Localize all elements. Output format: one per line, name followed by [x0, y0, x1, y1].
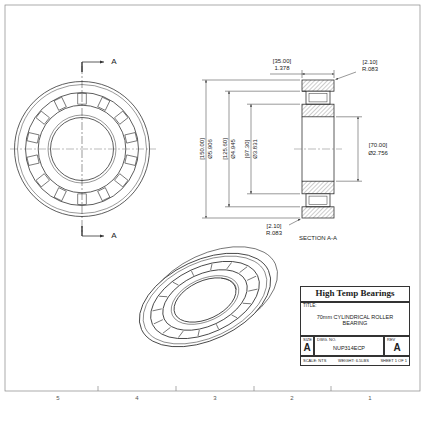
cell-text: TITLE: — [303, 304, 407, 309]
roller — [196, 330, 202, 336]
dimension-text: [35.00] — [272, 58, 292, 64]
dimension-text: Ø4.945 — [230, 138, 236, 160]
zone-number: 5 — [55, 395, 60, 401]
section-marker: A — [110, 232, 117, 240]
roller — [173, 281, 179, 287]
size-cell: SIZEA — [300, 336, 314, 356]
roller — [114, 174, 128, 187]
cell-text: 70mm CYLINDRICAL ROLLER BEARING — [303, 314, 407, 326]
roller — [248, 287, 257, 293]
roller — [27, 133, 39, 144]
roller — [216, 324, 218, 329]
roller — [152, 307, 161, 313]
roller — [177, 331, 185, 337]
roller — [154, 320, 163, 324]
roller — [36, 111, 50, 124]
roller — [54, 97, 66, 110]
roller — [162, 327, 171, 333]
dimension-text: [97.30] — [244, 139, 250, 159]
cell-text: NUP314ECP — [317, 345, 381, 351]
roller — [232, 313, 238, 319]
revision-cell: REVA — [384, 336, 410, 356]
view-label: SECTION A-A — [298, 235, 338, 241]
company-cell: High Temp Bearings — [300, 286, 410, 302]
cell-text: REV — [387, 338, 407, 342]
cell-text: WEIGHT: 6.5LBS — [338, 359, 369, 363]
cell-text: A — [387, 342, 407, 353]
roller — [191, 271, 193, 276]
front-view — [10, 82, 156, 217]
scale-row: SCALE: NTS WEIGHT: 6.5LBS SHEET 1 OF 1 — [300, 356, 410, 366]
cell-text: SCALE: NTS — [303, 359, 326, 363]
roller — [125, 133, 137, 144]
roller — [98, 97, 110, 110]
dimension-text: [150.00] — [199, 137, 205, 161]
cell-text: SIZE — [303, 338, 311, 342]
roller — [209, 264, 215, 270]
dimension-text: [70.00] — [368, 142, 388, 148]
cell-text: DWG. NO. — [317, 338, 381, 342]
isometric-view — [123, 228, 293, 366]
drawing-number-cell: DWG. NO. NUP314ECP — [314, 336, 384, 356]
drawing-frame — [5, 5, 420, 391]
roller — [225, 262, 233, 268]
roller — [239, 267, 248, 273]
zone-number: 1 — [367, 395, 372, 401]
zone-number: 2 — [289, 395, 294, 401]
dimension-text: Ø5.906 — [207, 138, 213, 160]
roller — [36, 174, 50, 187]
dimension-text: [125.60] — [222, 137, 228, 161]
dimension-text: [2.10] — [265, 223, 282, 229]
dimension-lines — [202, 70, 362, 225]
cell-text: A — [303, 342, 311, 353]
dimension-text: 1.378 — [273, 65, 290, 71]
cell-text: SHEET 1 OF 1 — [380, 359, 407, 363]
dimension-text: Ø2.756 — [367, 150, 389, 156]
section-marker: A — [110, 58, 117, 66]
dimension-text: R.083 — [265, 230, 283, 236]
zone-number: 4 — [134, 395, 139, 401]
title-cell: TITLE: 70mm CYLINDRICAL ROLLER BEARING — [300, 302, 410, 336]
roller — [125, 155, 137, 166]
zone-number: 3 — [212, 395, 217, 401]
roller — [98, 188, 110, 201]
roller — [247, 276, 256, 280]
section-line — [82, 62, 104, 236]
roller — [114, 111, 128, 124]
dimension-text: [2.10] — [361, 59, 378, 65]
dimension-text: Ø3.831 — [252, 138, 258, 160]
roller — [27, 155, 39, 166]
roller — [159, 293, 167, 299]
roller — [243, 300, 251, 306]
dimension-text: R.083 — [361, 66, 379, 72]
cell-text: High Temp Bearings — [303, 289, 407, 299]
section-view — [294, 80, 342, 218]
roller — [54, 188, 66, 201]
